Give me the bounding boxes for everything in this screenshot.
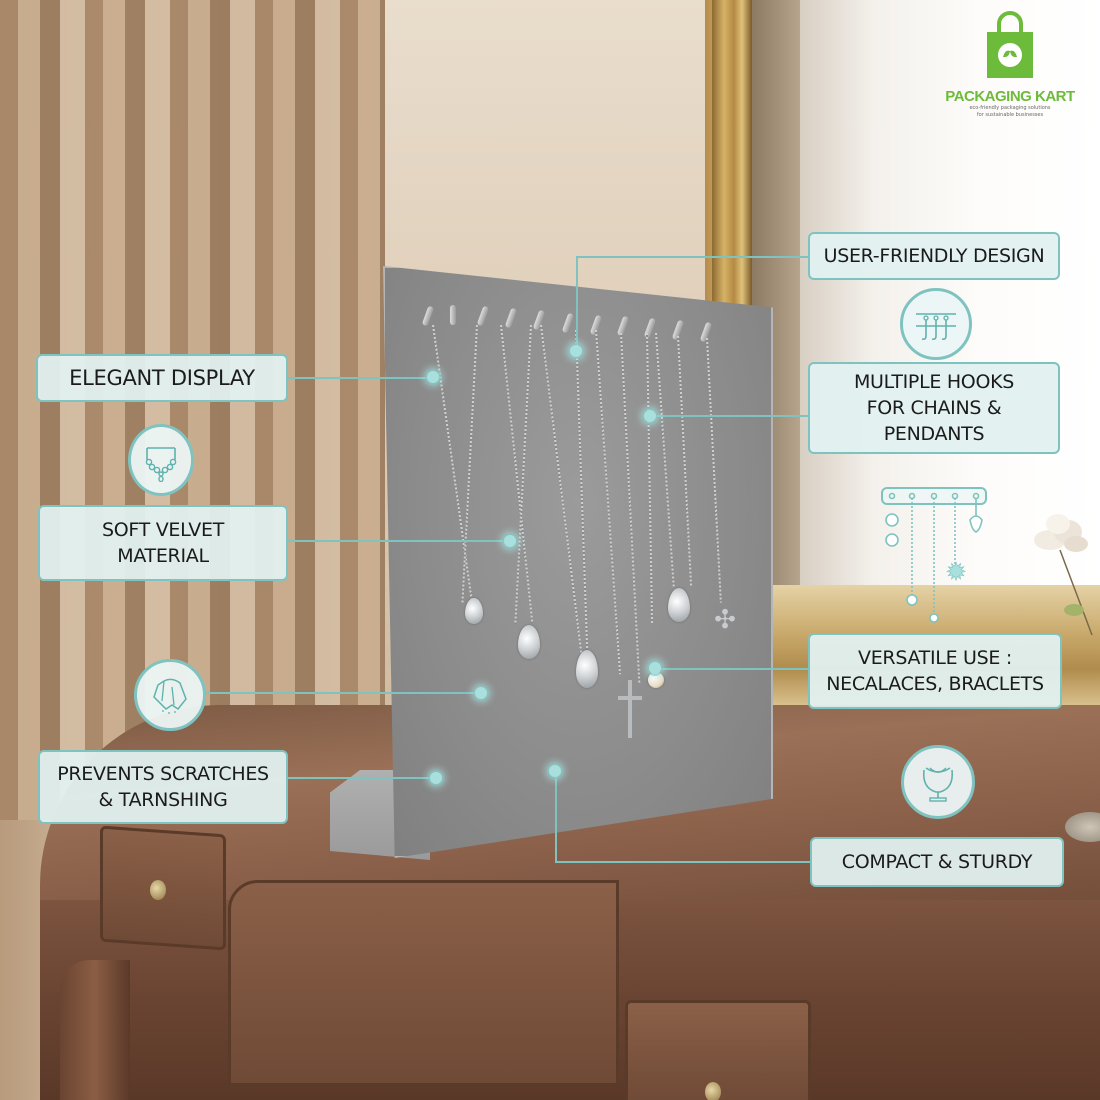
connector-prevents-scratches: [205, 692, 483, 694]
hook-icon: [450, 305, 456, 325]
connector-compact-v: [555, 770, 557, 862]
teardrop-pendant: [518, 625, 540, 659]
callout-label: COMPACT & STURDY: [841, 851, 1033, 873]
callout-multiple-hooks: MULTIPLE HOOKS FOR CHAINS & PENDANTS: [808, 362, 1060, 454]
brand-tagline: eco-friendly packaging solutions: [969, 105, 1051, 111]
callout-label: ELEGANT DISPLAY: [69, 366, 255, 390]
brand-logo: PACKAGING KART eco-friendly packaging so…: [940, 10, 1080, 135]
connector-soft-velvet: [288, 540, 510, 542]
dragonfly-pendant: ✣: [714, 605, 736, 635]
shopping-bag-leaf-icon: [987, 11, 1033, 78]
callout-soft-velvet: SOFT VELVET MATERIAL: [38, 505, 288, 581]
drawer-knob: [150, 880, 166, 900]
hotspot-prevents-scratches[interactable]: [475, 687, 487, 699]
connector-multiple-hooks: [650, 415, 810, 417]
hotspot-versatile-use[interactable]: [649, 662, 661, 674]
callout-elegant-display: ELEGANT DISPLAY: [36, 354, 288, 402]
drawer-center: [228, 880, 619, 1086]
pearl-pendant: [648, 672, 664, 688]
connector-user-friendly-v: [576, 256, 578, 352]
hotspot-user-friendly[interactable]: [570, 345, 582, 357]
hotspot-elegant-display[interactable]: [427, 371, 439, 383]
svg-text:✹: ✹: [946, 558, 966, 586]
necklace-icon-badge: [128, 424, 194, 496]
cloth-icon: [153, 678, 187, 714]
hotspot-soft-velvet[interactable]: [504, 535, 516, 547]
callout-prevents-scratches: PREVENTS SCRATCHES & TARNSHING: [38, 750, 288, 824]
cross-pendant: [628, 680, 632, 738]
callout-compact-sturdy: COMPACT & STURDY: [810, 837, 1064, 887]
hanging-jewelry-icon: ✹: [881, 487, 987, 623]
bust-stand-icon: [922, 767, 954, 802]
drawer-knob: [705, 1082, 721, 1100]
flower-decoration: [1034, 514, 1093, 636]
cloth-icon-badge: [134, 659, 206, 731]
callout-label: VERSATILE USE : NECALACES, BRACLETS: [826, 647, 1044, 695]
callout-label: MULTIPLE HOOKS FOR CHAINS & PENDANTS: [853, 371, 1015, 445]
dresser-leg: [60, 960, 130, 1100]
callout-label: USER-FRIENDLY DESIGN: [823, 245, 1045, 267]
connector-compact-h: [555, 861, 810, 863]
hooks-icon: [916, 313, 956, 340]
callout-user-friendly: USER-FRIENDLY DESIGN: [808, 232, 1060, 280]
connector-prevents-scratches-2: [288, 777, 436, 779]
teardrop-pendant: [668, 588, 690, 622]
moon-pendant: [465, 598, 483, 624]
trinket-dish: [1065, 812, 1100, 842]
connector-elegant-display: [288, 377, 434, 379]
necklace-icon: [145, 447, 177, 482]
bust-stand-icon-badge: [901, 745, 975, 819]
teardrop-pendant: [576, 650, 598, 688]
brand-name: PACKAGING KART: [945, 88, 1075, 105]
callout-versatile-use: VERSATILE USE : NECALACES, BRACLETS: [808, 633, 1062, 709]
hotspot-multiple-hooks[interactable]: [644, 410, 656, 422]
connector-versatile-use: [655, 668, 810, 670]
hotspot-prevents-scratches-2[interactable]: [430, 772, 442, 784]
connector-user-friendly-h: [576, 256, 810, 258]
callout-label: PREVENTS SCRATCHES & TARNSHING: [57, 763, 269, 811]
brand-tagline: for sustainable businesses: [976, 112, 1044, 118]
hooks-icon-badge: [900, 288, 972, 360]
hotspot-compact[interactable]: [549, 765, 561, 777]
cross-pendant-bar: [618, 696, 642, 700]
callout-label: SOFT VELVET MATERIAL: [101, 519, 225, 567]
